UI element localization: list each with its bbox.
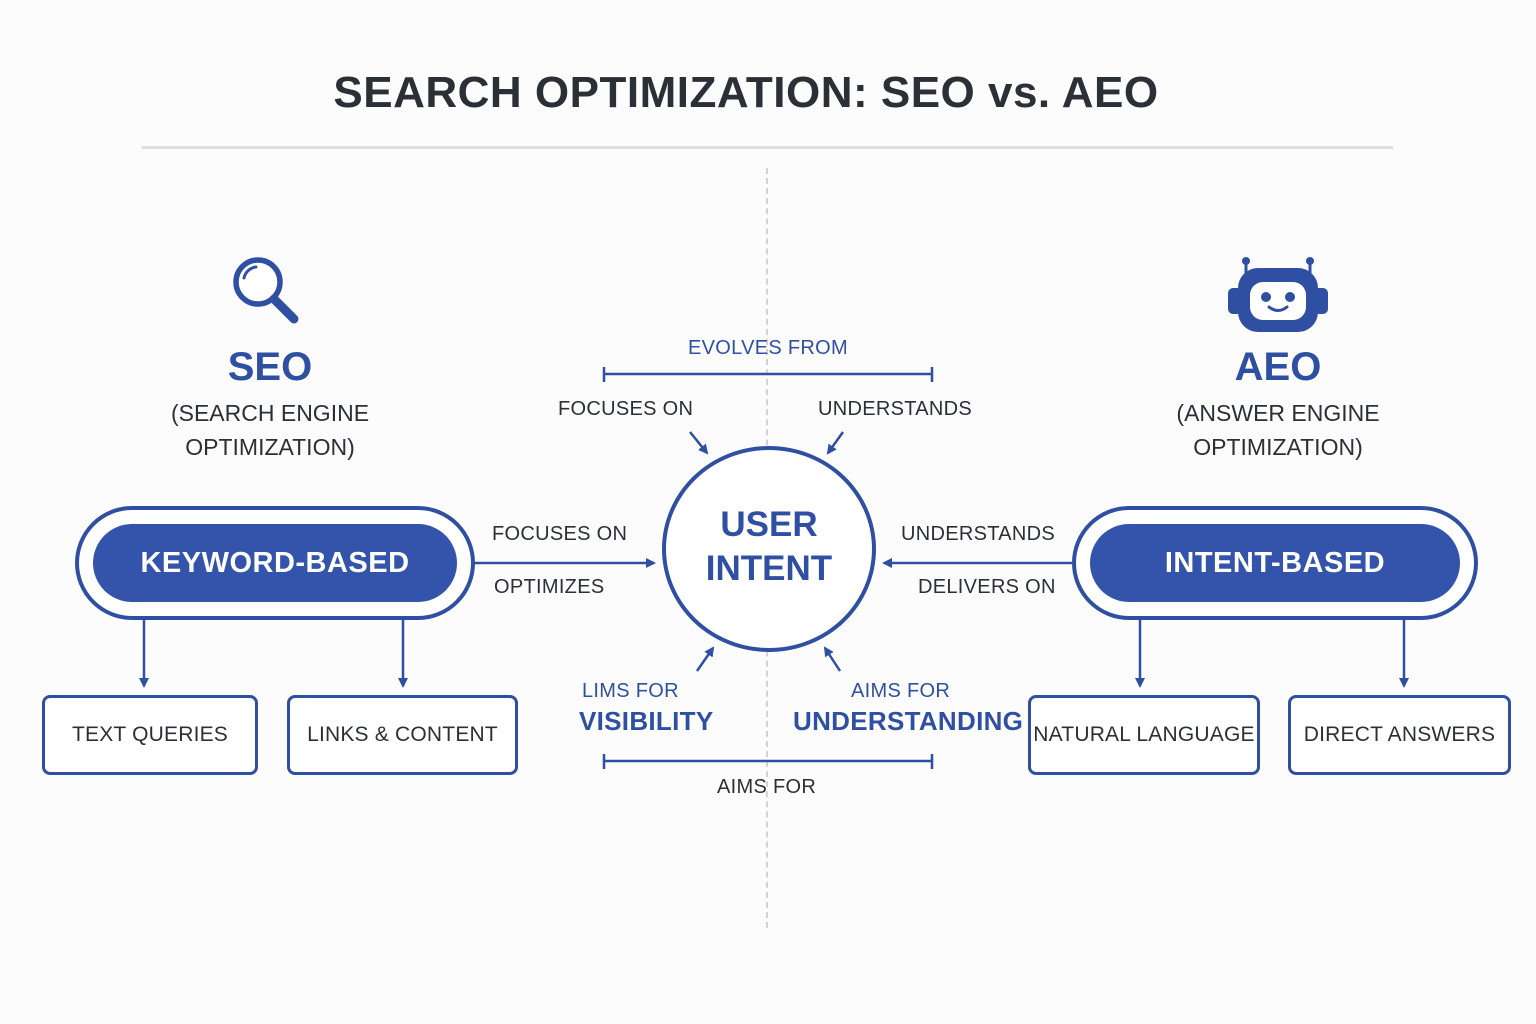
arrow-understands-top: [826, 431, 845, 455]
label-understands-right: UNDERSTANDS: [901, 523, 1056, 545]
label-visibility: VISIBILITY: [579, 706, 714, 736]
seo-heading: SEO: [227, 345, 313, 389]
seo-pill: KEYWORD-BASED: [75, 506, 475, 620]
user-intent-circle: [662, 446, 876, 652]
title-divider: [142, 146, 1393, 149]
seo-pill-label: KEYWORD-BASED: [93, 524, 457, 602]
arrow-aims-for: [823, 646, 842, 672]
label-lims-for: LIMS FOR: [582, 680, 679, 702]
aeo-box-direct-answers: DIRECT ANSWERS: [1288, 695, 1511, 775]
label-focuses-on-top: FOCUSES ON: [558, 398, 694, 420]
user-intent-line2: INTENT: [705, 549, 833, 588]
label-understands-top: UNDERSTANDS: [818, 398, 973, 420]
user-intent-line1: USER: [720, 505, 818, 544]
label-focuses-on-left: FOCUSES ON: [492, 523, 628, 545]
arrow-lims-for: [695, 646, 715, 672]
arrow-focuses-on-top: [689, 431, 709, 455]
page-title: SEARCH OPTIMIZATION: SEO vs. AEO: [333, 68, 1159, 117]
robot-icon: [1226, 254, 1330, 336]
label-understanding: UNDERSTANDING: [793, 706, 1024, 736]
seo-subtitle-line1: (SEARCH ENGINE: [170, 400, 370, 426]
label-aims-for-right: AIMS FOR: [851, 680, 951, 702]
aeo-subtitle-line1: (ANSWER ENGINE: [1176, 400, 1380, 426]
label-evolves-from: EVOLVES FROM: [688, 337, 848, 359]
aeo-heading: AEO: [1234, 345, 1322, 389]
evolves-from-bracket: [602, 367, 934, 382]
label-optimizes: OPTIMIZES: [494, 576, 605, 598]
aeo-pill: INTENT-BASED: [1072, 506, 1478, 620]
aeo-pill-label: INTENT-BASED: [1090, 524, 1460, 602]
aims-for-bracket: [602, 754, 934, 769]
aeo-subtitle-line2: OPTIMIZATION): [1193, 434, 1363, 460]
aeo-box-natural-language: NATURAL LANGUAGE: [1028, 695, 1260, 775]
seo-subtitle-line2: OPTIMIZATION): [185, 434, 355, 460]
magnifying-glass-icon: [228, 254, 304, 330]
label-delivers-on: DELIVERS ON: [918, 576, 1056, 598]
label-aims-for-bottom: AIMS FOR: [717, 776, 817, 798]
seo-box-text-queries: TEXT QUERIES: [42, 695, 258, 775]
seo-box-links-content: LINKS & CONTENT: [287, 695, 518, 775]
